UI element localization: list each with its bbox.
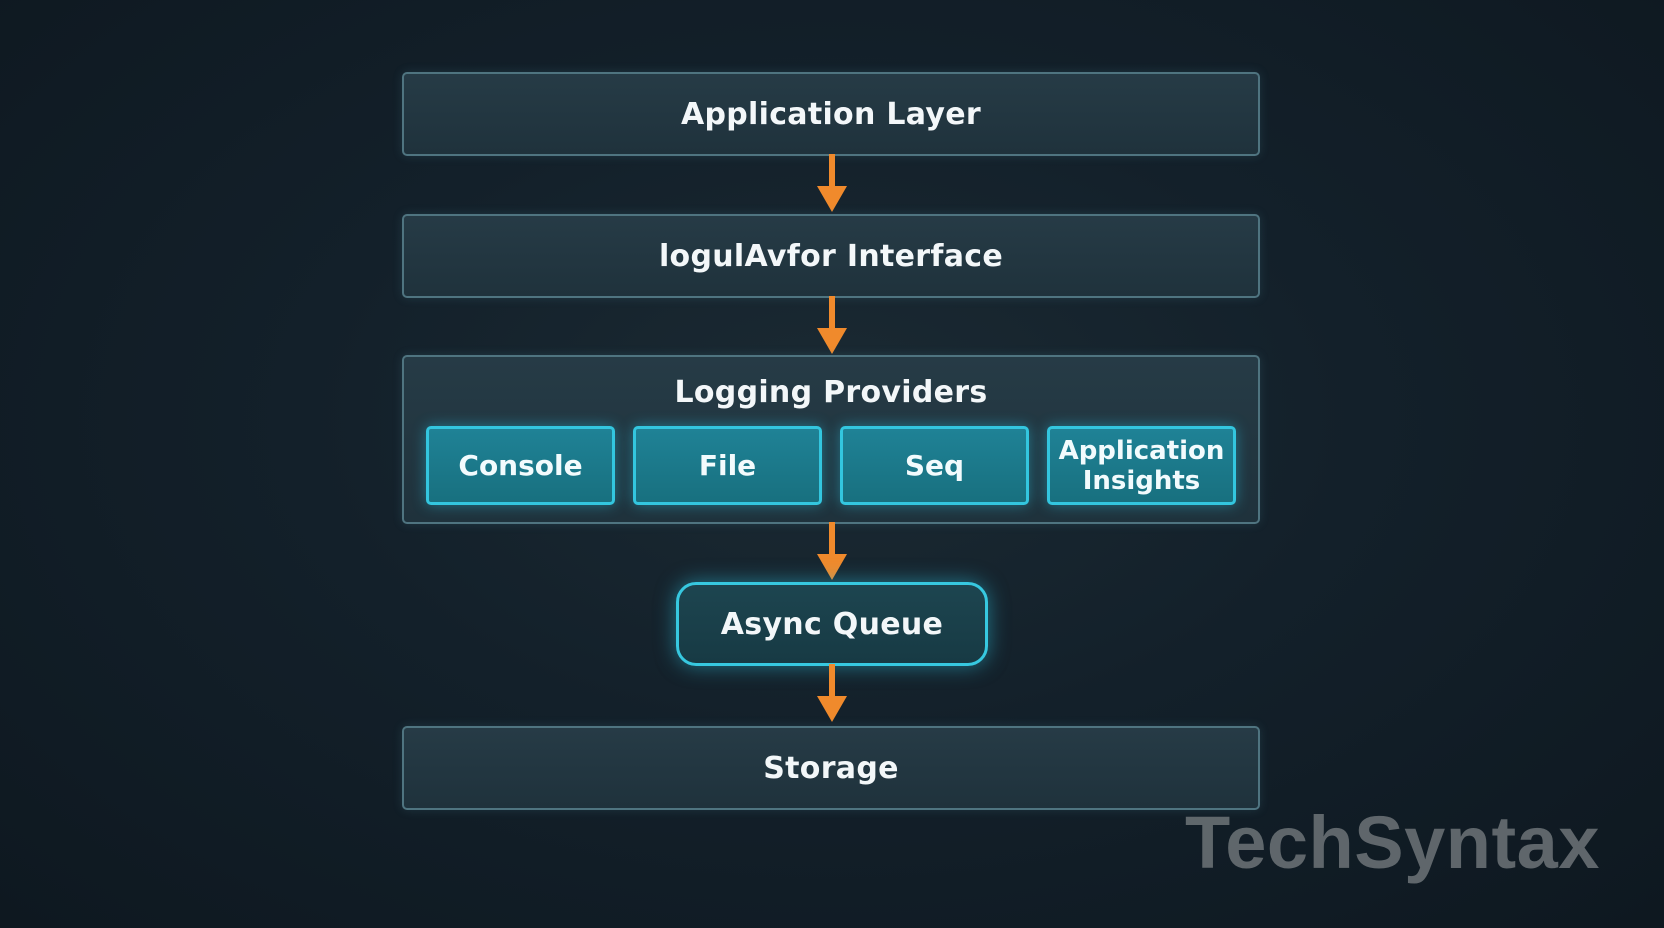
arrow-down-icon (817, 296, 847, 354)
provider-seq-label: Seq (904, 448, 965, 482)
provider-seq-box: Seq (840, 426, 1029, 505)
logger-interface-layer-box: logulAvfor Interface (402, 214, 1260, 298)
arrow-down-icon (817, 522, 847, 580)
logging-providers-title: Logging Providers (674, 375, 988, 410)
storage-layer-box: Storage (402, 726, 1260, 810)
provider-list: Console File Seq Application Insights (426, 426, 1236, 507)
provider-file-label: File (698, 448, 757, 482)
provider-console-label: Console (458, 448, 583, 482)
async-queue-label: Async Queue (720, 606, 944, 642)
arrow-down-icon (817, 664, 847, 722)
provider-file-box: File (633, 426, 822, 505)
application-layer-label: Application Layer (680, 96, 982, 132)
provider-application-insights-box: Application Insights (1047, 426, 1236, 505)
techsyntax-watermark: TechSyntax (1185, 801, 1600, 884)
arrow-down-icon (817, 154, 847, 212)
logging-providers-layer-box: Logging Providers Console File Seq Appli… (402, 355, 1260, 524)
logger-interface-label: logulAvfor Interface (658, 238, 1004, 274)
storage-label: Storage (763, 750, 899, 786)
application-layer-box: Application Layer (402, 72, 1260, 156)
provider-console-box: Console (426, 426, 615, 505)
async-queue-box: Async Queue (676, 582, 988, 666)
provider-application-insights-label: Application Insights (1058, 435, 1225, 496)
